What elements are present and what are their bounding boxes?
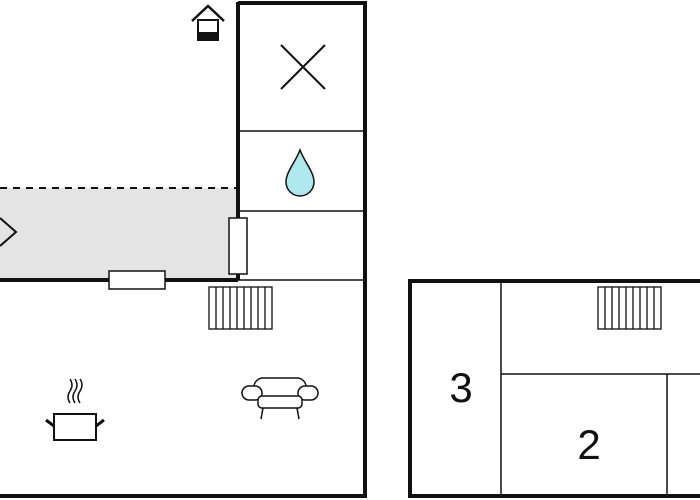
secondary-building-walls: [408, 279, 700, 498]
window-horizontal: [108, 270, 166, 290]
cooking-pot-icon: [45, 378, 105, 441]
terrace: [0, 187, 238, 280]
room-2-label: 2: [577, 421, 600, 468]
entrance-house-icon: [191, 4, 225, 41]
toilet-cross-icon: [280, 44, 326, 90]
shower-droplet-icon: [285, 147, 315, 197]
terrace-arrow-icon: [0, 217, 18, 247]
room-3-label: 3: [449, 364, 472, 411]
terrace-area: [0, 188, 238, 280]
radiator-icon-left: [208, 286, 273, 330]
radiator-icon-right: [597, 286, 662, 330]
tower-partitions: [238, 130, 365, 281]
sofa-icon: [241, 377, 319, 420]
window-vertical: [228, 217, 248, 275]
